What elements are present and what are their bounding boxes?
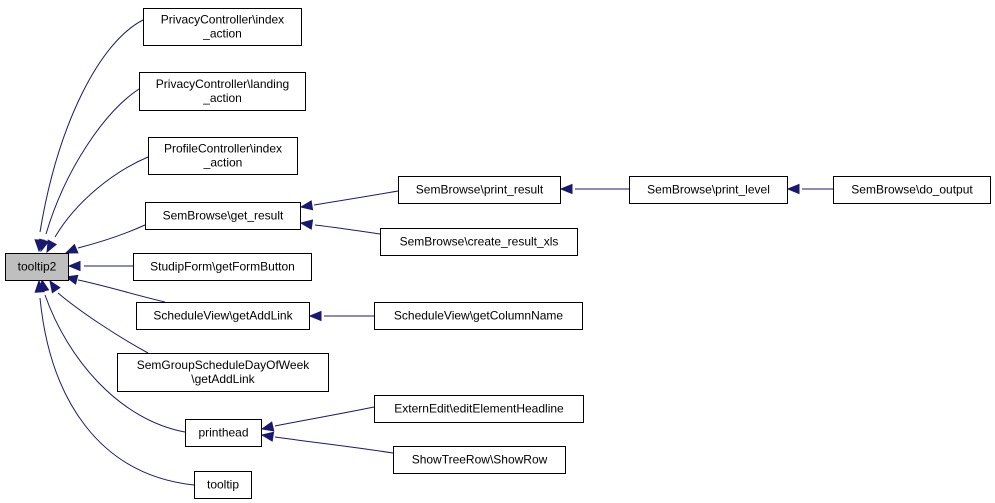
edge-arrowhead [299,219,314,230]
node-studipform-getformbutton[interactable]: StudipForm\getFormButton [133,253,312,281]
node-label: \getAddLink [191,372,255,386]
edge-arrowhead [260,421,275,432]
edge-line [54,156,149,238]
node-box [380,228,578,256]
edge-privacy_landing-to-tooltip2 [39,88,140,253]
node-privacy-landing[interactable]: PrivacyController\landing_action [139,72,306,111]
node-box [833,176,991,204]
node-box [143,8,302,46]
node-label: SemBrowse\print_result [416,183,544,197]
node-label: ScheduleView\getAddLink [153,309,293,323]
edge-showtreerow_showrow-to-printhead [260,431,394,454]
edge-line [39,19,144,233]
edge-line [45,88,140,235]
node-box [629,176,788,204]
node-box [398,176,561,204]
node-label: ShowTreeRow\ShowRow [412,453,548,467]
node-box [5,253,69,281]
node-box [185,419,262,447]
node-sembrowse-do-output[interactable]: SemBrowse\do_output [833,176,991,204]
node-label: _action [202,27,242,41]
node-printhead[interactable]: printhead [185,419,262,447]
node-label: ExternEdit\editElementHeadline [394,402,564,416]
node-profile-index[interactable]: ProfileController\index_action [148,137,298,175]
edge-line [314,224,381,235]
node-label: SemGroupScheduleDayOfWeek [137,358,311,372]
edge-arrowhead [67,260,81,272]
edge-sembrowse_create_result_xls-to-sembrowse_get_result [299,219,381,235]
edge-scheduleview_getcolumnname-to-scheduleview_getaddlink [308,310,374,322]
node-externedit-editelementheadline[interactable]: ExternEdit\editElementHeadline [374,395,584,423]
edge-arrowhead [786,183,800,195]
node-sembrowse-create-result-xls[interactable]: SemBrowse\create_result_xls [380,228,578,256]
edge-line [57,292,149,354]
node-box [133,253,312,281]
node-privacy-index[interactable]: PrivacyController\index_action [143,8,302,46]
node-label: PrivacyController\landing [156,77,289,91]
edge-sembrowse_get_result-to-tooltip2 [64,224,146,254]
node-showtreerow-showrow[interactable]: ShowTreeRow\ShowRow [393,446,566,474]
node-box [117,353,329,392]
edge-tooltip-to-tooltip2 [34,279,195,486]
node-label: StudipForm\getFormButton [150,260,295,274]
edge-profile_index-to-tooltip2 [46,156,149,254]
node-box [393,446,566,474]
node-label: SemBrowse\print_level [647,183,770,197]
node-scheduleview-getcolumnname[interactable]: ScheduleView\getColumnName [374,302,583,330]
edge-arrowhead [308,310,322,322]
node-label: printhead [198,426,248,440]
node-box [139,72,306,111]
node-box [136,302,310,330]
edge-arrowhead [49,279,61,294]
node-box [148,137,298,175]
edge-arrowhead [559,183,573,195]
node-label: SemBrowse\get_result [163,209,284,223]
edge-arrowhead [46,239,58,254]
node-label: tooltip [207,478,239,492]
node-label: SemBrowse\create_result_xls [400,235,559,249]
node-label: SemBrowse\do_output [851,183,973,197]
nodes-layer: tooltip2PrivacyController\index_actionPr… [5,8,991,499]
node-tooltip2[interactable]: tooltip2 [5,253,69,281]
node-sembrowse-print-level[interactable]: SemBrowse\print_level [629,176,788,204]
node-label: _action [203,156,243,170]
node-scheduleview-getaddlink[interactable]: ScheduleView\getAddLink [136,302,310,330]
edge-sembrowse_print_result-to-sembrowse_get_result [299,190,399,211]
node-label: ProfileController\index [164,142,282,156]
edge-semgroup_getaddlink-to-tooltip2 [49,279,149,354]
edge-line [39,297,195,486]
edge-sembrowse_print_level-to-sembrowse_print_result [559,183,629,195]
edges-layer [34,19,833,486]
edge-arrowhead [64,243,79,254]
node-sembrowse-get-result[interactable]: SemBrowse\get_result [145,202,301,230]
edge-externedit_editelementheadline-to-printhead [260,406,375,432]
node-box [145,202,301,230]
node-label: PrivacyController\index [161,13,284,27]
node-tooltip[interactable]: tooltip [194,471,252,499]
edge-sembrowse_do_output-to-sembrowse_print_level [786,183,833,195]
node-semgroup-getaddlink[interactable]: SemGroupScheduleDayOfWeek\getAddLink [117,353,329,392]
node-box [374,395,584,423]
node-box [374,302,583,330]
edge-arrowhead [299,200,314,211]
node-label: _action [202,91,242,105]
edge-arrowhead [39,238,50,253]
edge-line [77,224,146,249]
edge-arrowhead [34,279,45,293]
edge-line [44,294,186,433]
node-box [194,471,252,499]
node-sembrowse-print-result[interactable]: SemBrowse\print_result [398,176,561,204]
node-label: tooltip2 [18,260,57,274]
edge-line [274,406,375,427]
edge-arrowhead [260,431,275,442]
node-label: ScheduleView\getColumnName [394,309,564,323]
edge-line [274,436,394,454]
edge-studipform_getformbutton-to-tooltip2 [67,260,133,272]
edge-line [77,279,166,303]
edge-line [313,190,399,206]
